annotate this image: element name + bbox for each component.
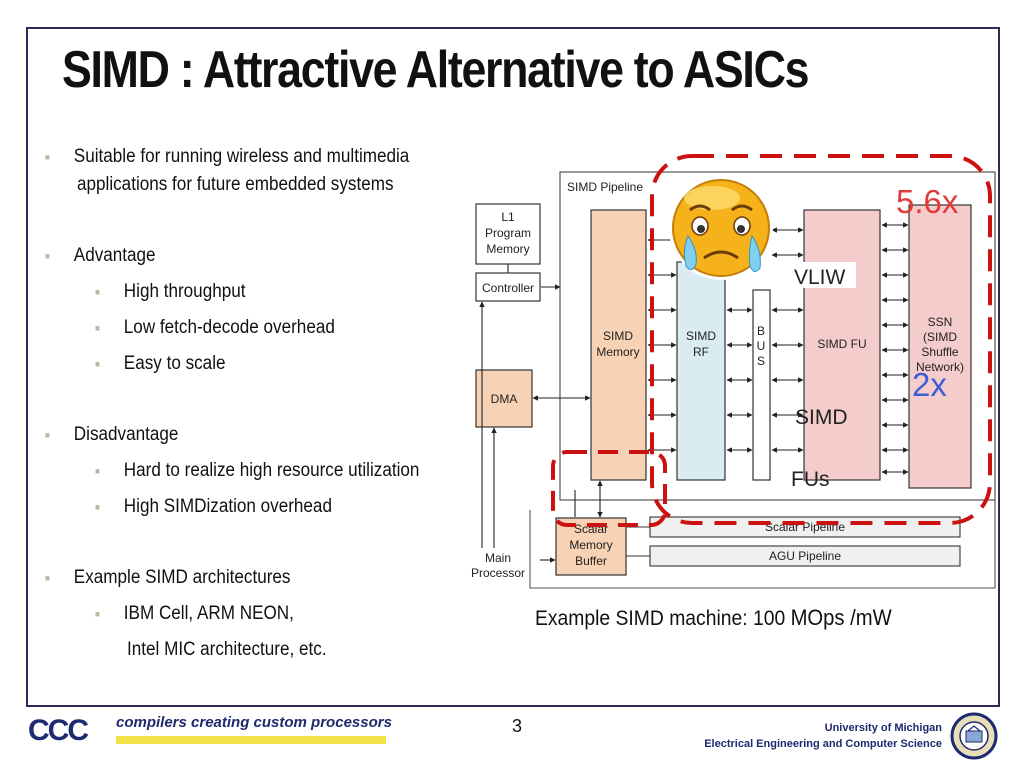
bullet-marker-icon: ■ <box>45 251 50 261</box>
bus-label-s: S <box>757 354 765 368</box>
simd-rf-box <box>676 261 726 481</box>
caption-prefix: Example SIMD machine: 100 <box>535 607 791 630</box>
bullet-suitable-cont: applications for future embedded systems <box>77 174 394 195</box>
bullet-marker-icon: ■ <box>45 430 50 440</box>
fus-overlay-label: FUs <box>791 468 830 491</box>
fu-ssn-arrows <box>881 222 909 475</box>
sub-bullet-marker-icon: ■ <box>95 466 100 476</box>
ssn-box <box>908 204 972 489</box>
controller-label: Controller <box>482 281 534 295</box>
sub-bullet-utilization: ■ Hard to realize high resource utilizat… <box>95 460 420 481</box>
scalar-memory-buffer-box <box>555 517 627 576</box>
university-seal-icon <box>950 712 998 760</box>
simd-memory-box <box>590 209 647 481</box>
vliw-label-bg <box>792 262 856 288</box>
l1-memory-label: Memory <box>486 242 529 256</box>
dma-box <box>475 369 533 428</box>
bus-fu-arrows <box>771 227 804 453</box>
l1-label: L1 <box>501 210 515 224</box>
sub-bullet-marker-icon: ■ <box>95 609 100 619</box>
scalar-mem-label-2: Memory <box>569 538 612 552</box>
crying-face-icon <box>669 176 773 280</box>
bullet-advantage: ■ Advantage <box>45 245 156 266</box>
logo-letters: CCC <box>28 714 89 747</box>
bus-label-b: B <box>757 324 765 338</box>
main-processor-label-2: Processor <box>471 566 525 580</box>
highlight-simd-datapath <box>650 154 992 525</box>
factor-2x: 2x <box>912 366 947 403</box>
sub-bullet-marker-icon: ■ <box>95 359 100 369</box>
main-processor-label-1: Main <box>485 551 511 565</box>
simd-memory-label-1: SIMD <box>603 329 633 343</box>
sub-bullet-fetch: ■ Low fetch-decode overhead <box>95 317 335 338</box>
simd-rf-label-1: SIMD <box>686 329 716 343</box>
ssn-label-3: Shuffle <box>921 345 958 359</box>
caption-suffix: MOps /mW <box>790 605 892 630</box>
rf-bus-arrows <box>726 307 753 453</box>
logo-tagline: compilers creating custom processors <box>116 714 392 731</box>
logo-bar <box>116 736 386 744</box>
bullet-examples: ■ Example SIMD architectures <box>45 567 291 588</box>
univ-line-1: University of Michigan <box>824 722 942 734</box>
university-affiliation: University of Michigan Electrical Engine… <box>704 720 942 752</box>
sub-bullet-marker-icon: ■ <box>95 502 100 512</box>
dma-label: DMA <box>491 392 518 406</box>
slide-title: SIMD : Attractive Alternative to ASICs <box>62 41 809 99</box>
outer-system-frame <box>529 500 996 589</box>
ssn-label-4: Network) <box>916 360 964 374</box>
simd-memory-label-2: Memory <box>596 345 639 359</box>
highlight-scalar-buffer <box>551 450 667 527</box>
bullet-marker-icon: ■ <box>45 573 50 583</box>
l1-program-label: Program <box>485 226 531 240</box>
bullet-marker-icon: ■ <box>45 152 50 162</box>
page-number: 3 <box>512 716 523 736</box>
simd-pipeline-label: SIMD Pipeline <box>567 180 643 194</box>
sub-bullet-scale: ■ Easy to scale <box>95 353 226 374</box>
factor-5-6x: 5.6x <box>896 183 959 220</box>
univ-line-2: Electrical Engineering and Computer Scie… <box>704 738 942 750</box>
simd-fu-label: SIMD FU <box>817 337 866 351</box>
sub-bullet-throughput: ■ High throughput <box>95 281 246 302</box>
simd-overlay-label: SIMD <box>795 406 848 429</box>
scalar-mem-label-3: Buffer <box>575 554 607 568</box>
sub-bullet-cell-neon: ■ IBM Cell, ARM NEON, <box>95 603 294 624</box>
ssn-label-2: (SIMD <box>923 330 957 344</box>
sub-bullet-marker-icon: ■ <box>95 323 100 333</box>
bullet-disadvantage: ■ Disadvantage <box>45 424 179 445</box>
agu-pipeline-label: AGU Pipeline <box>769 549 841 563</box>
ssn-label-1: SSN <box>928 315 953 329</box>
sub-bullet-overhead: ■ High SIMDization overhead <box>95 496 332 517</box>
bullet-suitable: ■ Suitable for running wireless and mult… <box>45 146 410 167</box>
simd-rf-label-2: RF <box>693 345 709 359</box>
ccc-logo: CCC compilers creating custom processors <box>28 714 392 754</box>
diagram-caption: Example SIMD machine: 100 MOps /mW <box>535 605 892 631</box>
sub-bullet-marker-icon: ■ <box>95 287 100 297</box>
sub-bullet-mic: Intel MIC architecture, etc. <box>127 639 327 660</box>
bus-box <box>752 289 771 481</box>
bus-label-u: U <box>757 339 766 353</box>
vliw-label: VLIW <box>794 266 846 289</box>
simd-fu-box <box>803 209 881 481</box>
